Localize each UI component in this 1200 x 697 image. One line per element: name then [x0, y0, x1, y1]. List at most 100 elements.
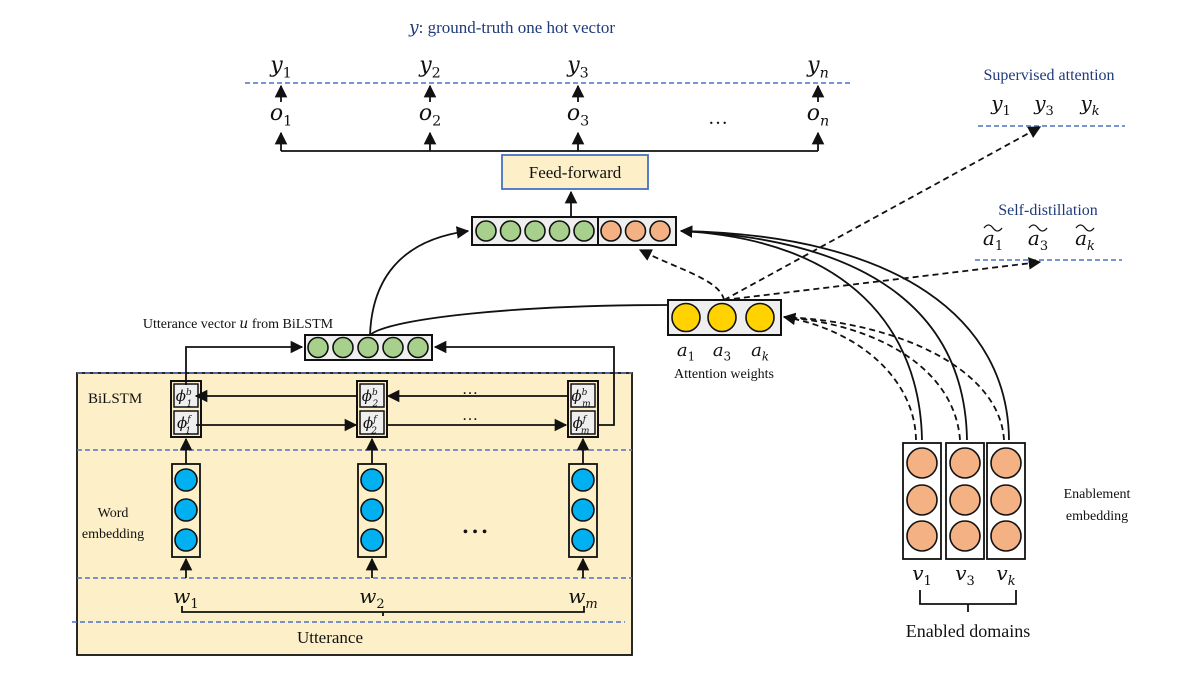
tilde-mark [983, 224, 1003, 232]
self-distillation-label: a1 [983, 226, 1003, 254]
attention-labels: a1 a3 ak [677, 340, 769, 364]
supervised-attention-label: y3 [1033, 91, 1054, 119]
bilstm-ellipsis-top: … [462, 381, 478, 398]
word-embedding-node [571, 468, 595, 492]
attended-enablement-node [649, 220, 671, 242]
attention-weights-caption: Attention weights [674, 367, 774, 382]
enabled-domain-label: vk [996, 561, 1015, 589]
enablement-node [990, 447, 1022, 479]
attended-enablement-node [624, 220, 647, 242]
utterance-node [499, 220, 522, 242]
attention-weight-label: ak [751, 340, 769, 364]
bilstm-ellipsis-bottom: … [462, 407, 478, 424]
utterance-vector-node [382, 336, 404, 359]
utterance-node [524, 220, 546, 242]
enabled-domain-label: v3 [955, 561, 975, 589]
outputs-ellipsis: … [708, 107, 728, 129]
word-embedding-node [174, 528, 198, 552]
utterance-vector [304, 334, 433, 361]
attention-weight-label: a3 [713, 340, 731, 364]
attention-weights-vector [667, 299, 782, 336]
enablement-embedding-column [902, 442, 942, 560]
word-embedding-node [360, 498, 384, 522]
word-embedding-column [568, 437, 598, 578]
word-embedding-node [571, 498, 595, 522]
supervised-attention-label: yk [1079, 91, 1099, 119]
enablement-embedding-column [945, 442, 985, 560]
utterance-vector-node [357, 336, 379, 359]
backward-state [570, 383, 596, 408]
word-embedding-columns [171, 437, 598, 578]
utterance-node [548, 220, 571, 242]
enabled-domains-label: Enabled domains [906, 621, 1030, 641]
o-output-label: o2 [419, 101, 441, 130]
words-brace [181, 606, 585, 616]
attention-weight-node [671, 302, 701, 333]
enablement-embedding-label-2: embedding [1066, 509, 1128, 524]
enabled-domains-brace [919, 590, 1017, 612]
connections [369, 126, 1042, 441]
word-embedding-node [174, 498, 198, 522]
tilde-mark [1075, 224, 1095, 232]
feed-forward-box: Feed-forward [501, 154, 649, 190]
word-label: w2 [359, 584, 384, 612]
attended-enablement-node [600, 220, 622, 242]
supervised-attention-label: y1 [990, 91, 1011, 119]
enablement-embeddings [902, 442, 1026, 560]
word-embedding-node [174, 468, 198, 492]
utterance-vector-node [332, 336, 354, 359]
concatenated-vector [471, 216, 677, 246]
utterance-label: Utterance [297, 628, 363, 647]
diagram-title: y: ground-truth one hot vector [408, 18, 615, 38]
tilde-mark [1028, 224, 1048, 232]
y-output-label: y2 [418, 53, 441, 82]
forward-state [359, 410, 385, 435]
enablement-embedding-column [986, 442, 1026, 560]
enablement-node [906, 484, 938, 516]
feed-forward-label: Feed-forward [529, 163, 622, 182]
attention-weight-node [745, 302, 775, 333]
self-distillation-label: ak [1075, 226, 1095, 254]
word-embedding-column [171, 437, 201, 578]
enablement-node [906, 520, 938, 552]
word-embedding-label-2: embedding [82, 527, 144, 542]
enablement-node [949, 447, 981, 479]
self-distillation-title: Self-distillation [998, 202, 1098, 219]
enabled-domain-label: v1 [912, 561, 932, 589]
forward-state [570, 410, 596, 435]
forward-state [173, 410, 199, 435]
word-label: w1 [173, 584, 198, 612]
self-distillation-labels: a1 a3 ak [983, 224, 1095, 254]
o-output-label: on [807, 101, 829, 130]
y-output-label: yn [806, 53, 829, 82]
word-embedding-label: Word [98, 506, 129, 521]
o-output-label: o1 [270, 101, 292, 130]
word-embedding-node [360, 468, 384, 492]
utterance-vector-node [407, 336, 429, 359]
self-distillation-label: a3 [1028, 226, 1048, 254]
supervised-attention-labels: y1 y3 yk [990, 91, 1100, 119]
enablement-node [906, 447, 938, 479]
utterance-node [475, 220, 497, 242]
y-output-label: y1 [269, 53, 292, 82]
attention-weight-label: a1 [677, 340, 695, 364]
utterance-node [573, 220, 595, 242]
word-embedding-ellipsis: • • • [463, 524, 488, 541]
enablement-node [949, 520, 981, 552]
enablement-node [990, 484, 1022, 516]
y-output-label: y3 [566, 53, 589, 82]
enablement-embedding-label: Enablement [1064, 487, 1131, 502]
enablement-labels: v1 v3 vk [912, 561, 1016, 589]
